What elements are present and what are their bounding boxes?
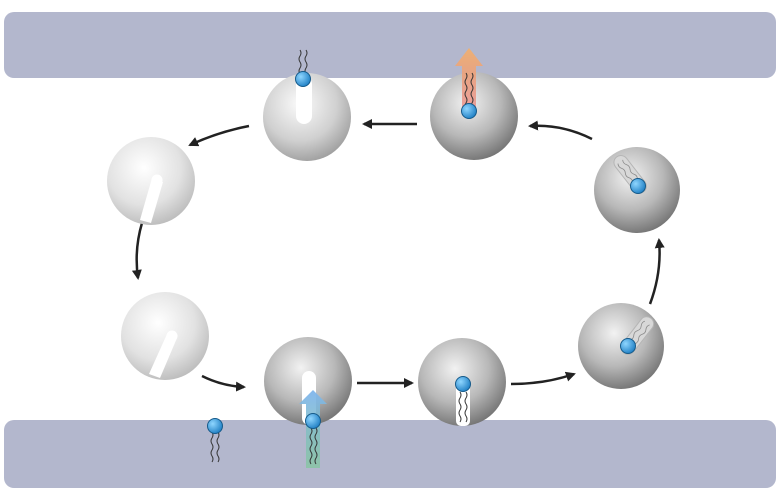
- protein-stage-1: [121, 292, 209, 380]
- protein-stage-4: [578, 303, 664, 389]
- lipid-headgroup: [295, 71, 311, 87]
- lipid-molecule: [309, 427, 318, 465]
- free-lipid: [207, 418, 223, 463]
- lipid-headgroup: [207, 418, 223, 434]
- protein-stage-2: [264, 337, 352, 468]
- protein-stage-5: [594, 147, 680, 233]
- lipid-headgroup: [630, 178, 646, 194]
- arrow-stage-4-to-5: [648, 238, 665, 305]
- lipid-tails: [464, 72, 474, 110]
- arrow-stage-8-to-1: [131, 222, 144, 280]
- lipid-headgroup: [455, 376, 471, 392]
- donor-membrane: [4, 420, 776, 488]
- lipid-tails: [298, 49, 308, 75]
- protein-stage-7: [263, 49, 351, 161]
- binding-pocket: [296, 76, 312, 124]
- lipid-tails: [458, 391, 468, 423]
- arrow-stage-3-to-4: [510, 371, 576, 386]
- arrow-stage-7-to-8: [188, 124, 250, 147]
- arrow-stage-5-to-6: [528, 120, 593, 141]
- lipid-headgroup: [305, 413, 321, 429]
- arrow-stage-1-to-2: [201, 374, 246, 392]
- binding-pocket: [140, 178, 163, 223]
- cycle-arrows: [131, 119, 665, 392]
- release-arrow: [455, 48, 483, 114]
- binding-pocket: [149, 334, 177, 378]
- protein-stage-6: [430, 48, 518, 160]
- acceptor-membrane: [4, 12, 776, 78]
- protein-stage-3: [418, 338, 506, 426]
- lipid-headgroup: [620, 338, 636, 354]
- lipid-headgroup: [461, 103, 477, 119]
- protein-stage-8: [107, 137, 195, 225]
